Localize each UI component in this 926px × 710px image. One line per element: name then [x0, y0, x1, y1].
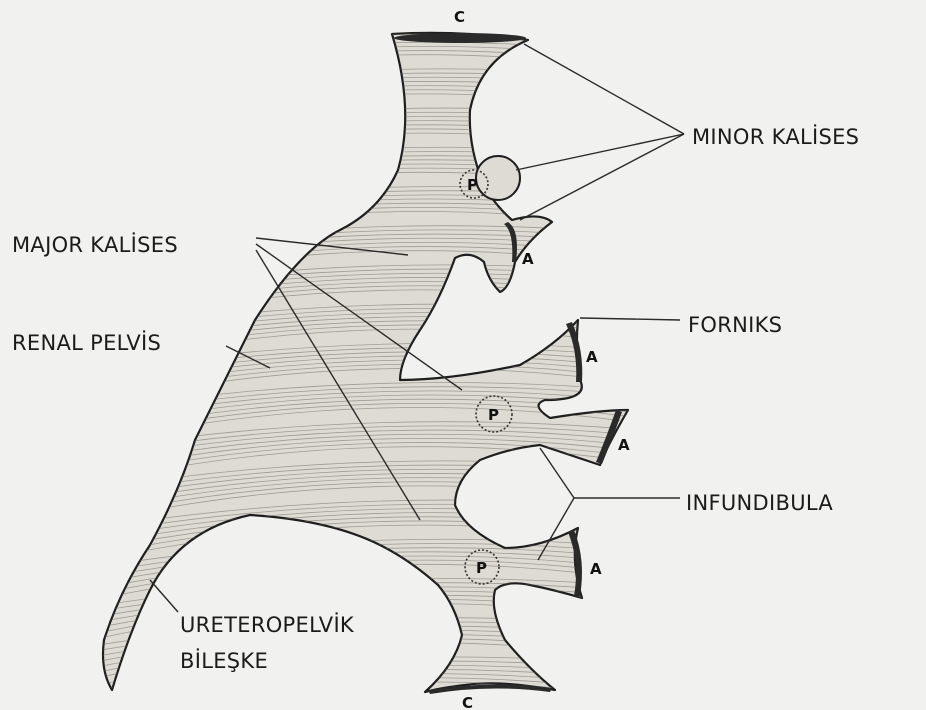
- label-bileske: BİLEŞKE: [180, 648, 268, 673]
- label-infundibula: INFUNDIBULA: [686, 491, 833, 515]
- marker-a-lower: A: [590, 560, 602, 578]
- label-forniks: FORNIKS: [688, 313, 782, 337]
- marker-c-top: C: [454, 8, 465, 26]
- collecting-system-body: [103, 33, 628, 692]
- papilla-mark-lower: P: [476, 559, 487, 577]
- label-ureteropelvik: URETEROPELVİK: [180, 612, 355, 637]
- papilla-mark-mid: P: [488, 406, 499, 424]
- label-minor-kalises: MINOR KALİSES: [692, 124, 859, 149]
- label-renal-pelvis: RENAL PELVİS: [12, 330, 161, 355]
- label-major-kalises: MAJOR KALİSES: [12, 232, 178, 257]
- papilla-mark-upper: P: [467, 176, 478, 194]
- calyx-rim-top: [394, 33, 526, 43]
- marker-a-upper: A: [522, 250, 534, 268]
- papilla-bulge-upper: [476, 156, 520, 200]
- marker-a-mid2: A: [618, 436, 630, 454]
- marker-c-bottom: C: [462, 694, 473, 710]
- marker-a-mid1: A: [586, 348, 598, 366]
